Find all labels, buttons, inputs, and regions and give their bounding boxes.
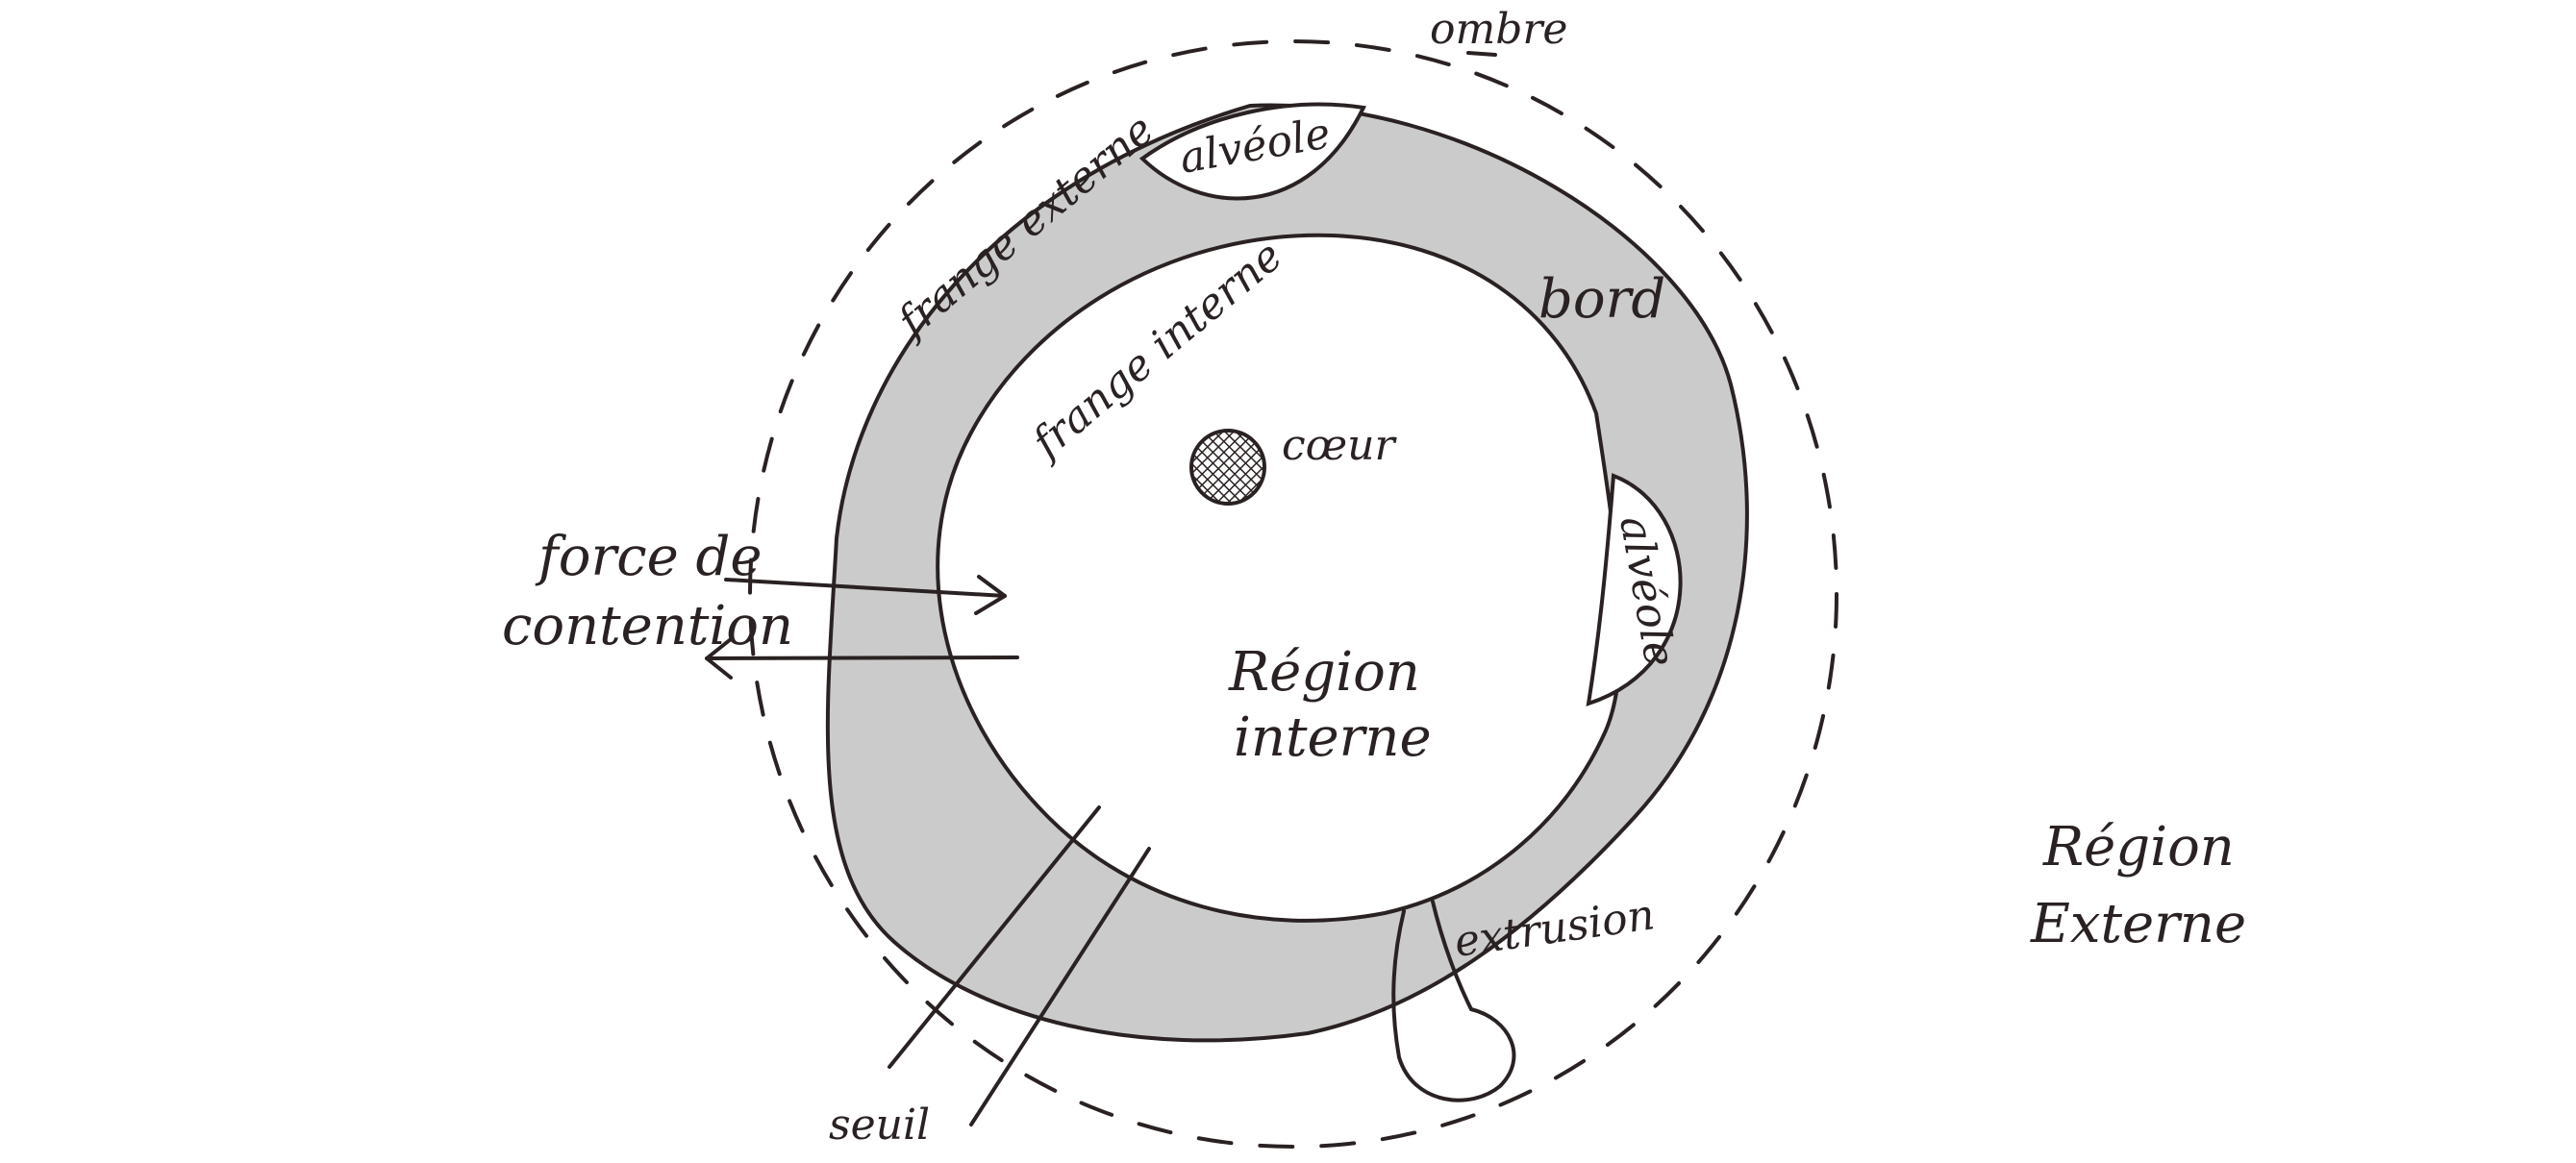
force-arrow-in-head (974, 575, 1007, 615)
extrusion-edge (1431, 900, 1473, 1011)
seuil-label: seuil (829, 1101, 930, 1150)
region-interne-line2: interne (1234, 706, 1432, 769)
force-arrow-out-head (705, 637, 733, 680)
force-label-line1: force de (535, 526, 763, 588)
force-label-line2: contention (502, 595, 793, 657)
force-arrow-out (705, 656, 1019, 660)
bord-band (825, 103, 1749, 1043)
seuil-line-2 (969, 847, 1151, 1126)
region-externe-line1: Région (2042, 816, 2235, 878)
region-interne-line1: Région (1228, 641, 1420, 704)
ombre-underline (1466, 51, 1497, 57)
alveole-right-shape (1586, 473, 1683, 706)
seuil-lines (888, 805, 1151, 1126)
extrusion-shape (1391, 909, 1516, 1102)
coeur-label: cœur (1282, 421, 1397, 470)
force-arrow-in (724, 578, 1007, 598)
coeur-dot (1189, 429, 1266, 506)
ombre-boundary (748, 39, 1838, 1149)
bord-label: bord (1538, 268, 1665, 331)
ombre-label: ombre (1430, 5, 1567, 54)
force-arrows (705, 575, 1019, 680)
alveole-top-shape (1138, 102, 1366, 201)
seuil-line-1 (888, 805, 1101, 1069)
region-externe-line2: Externe (2030, 893, 2246, 955)
